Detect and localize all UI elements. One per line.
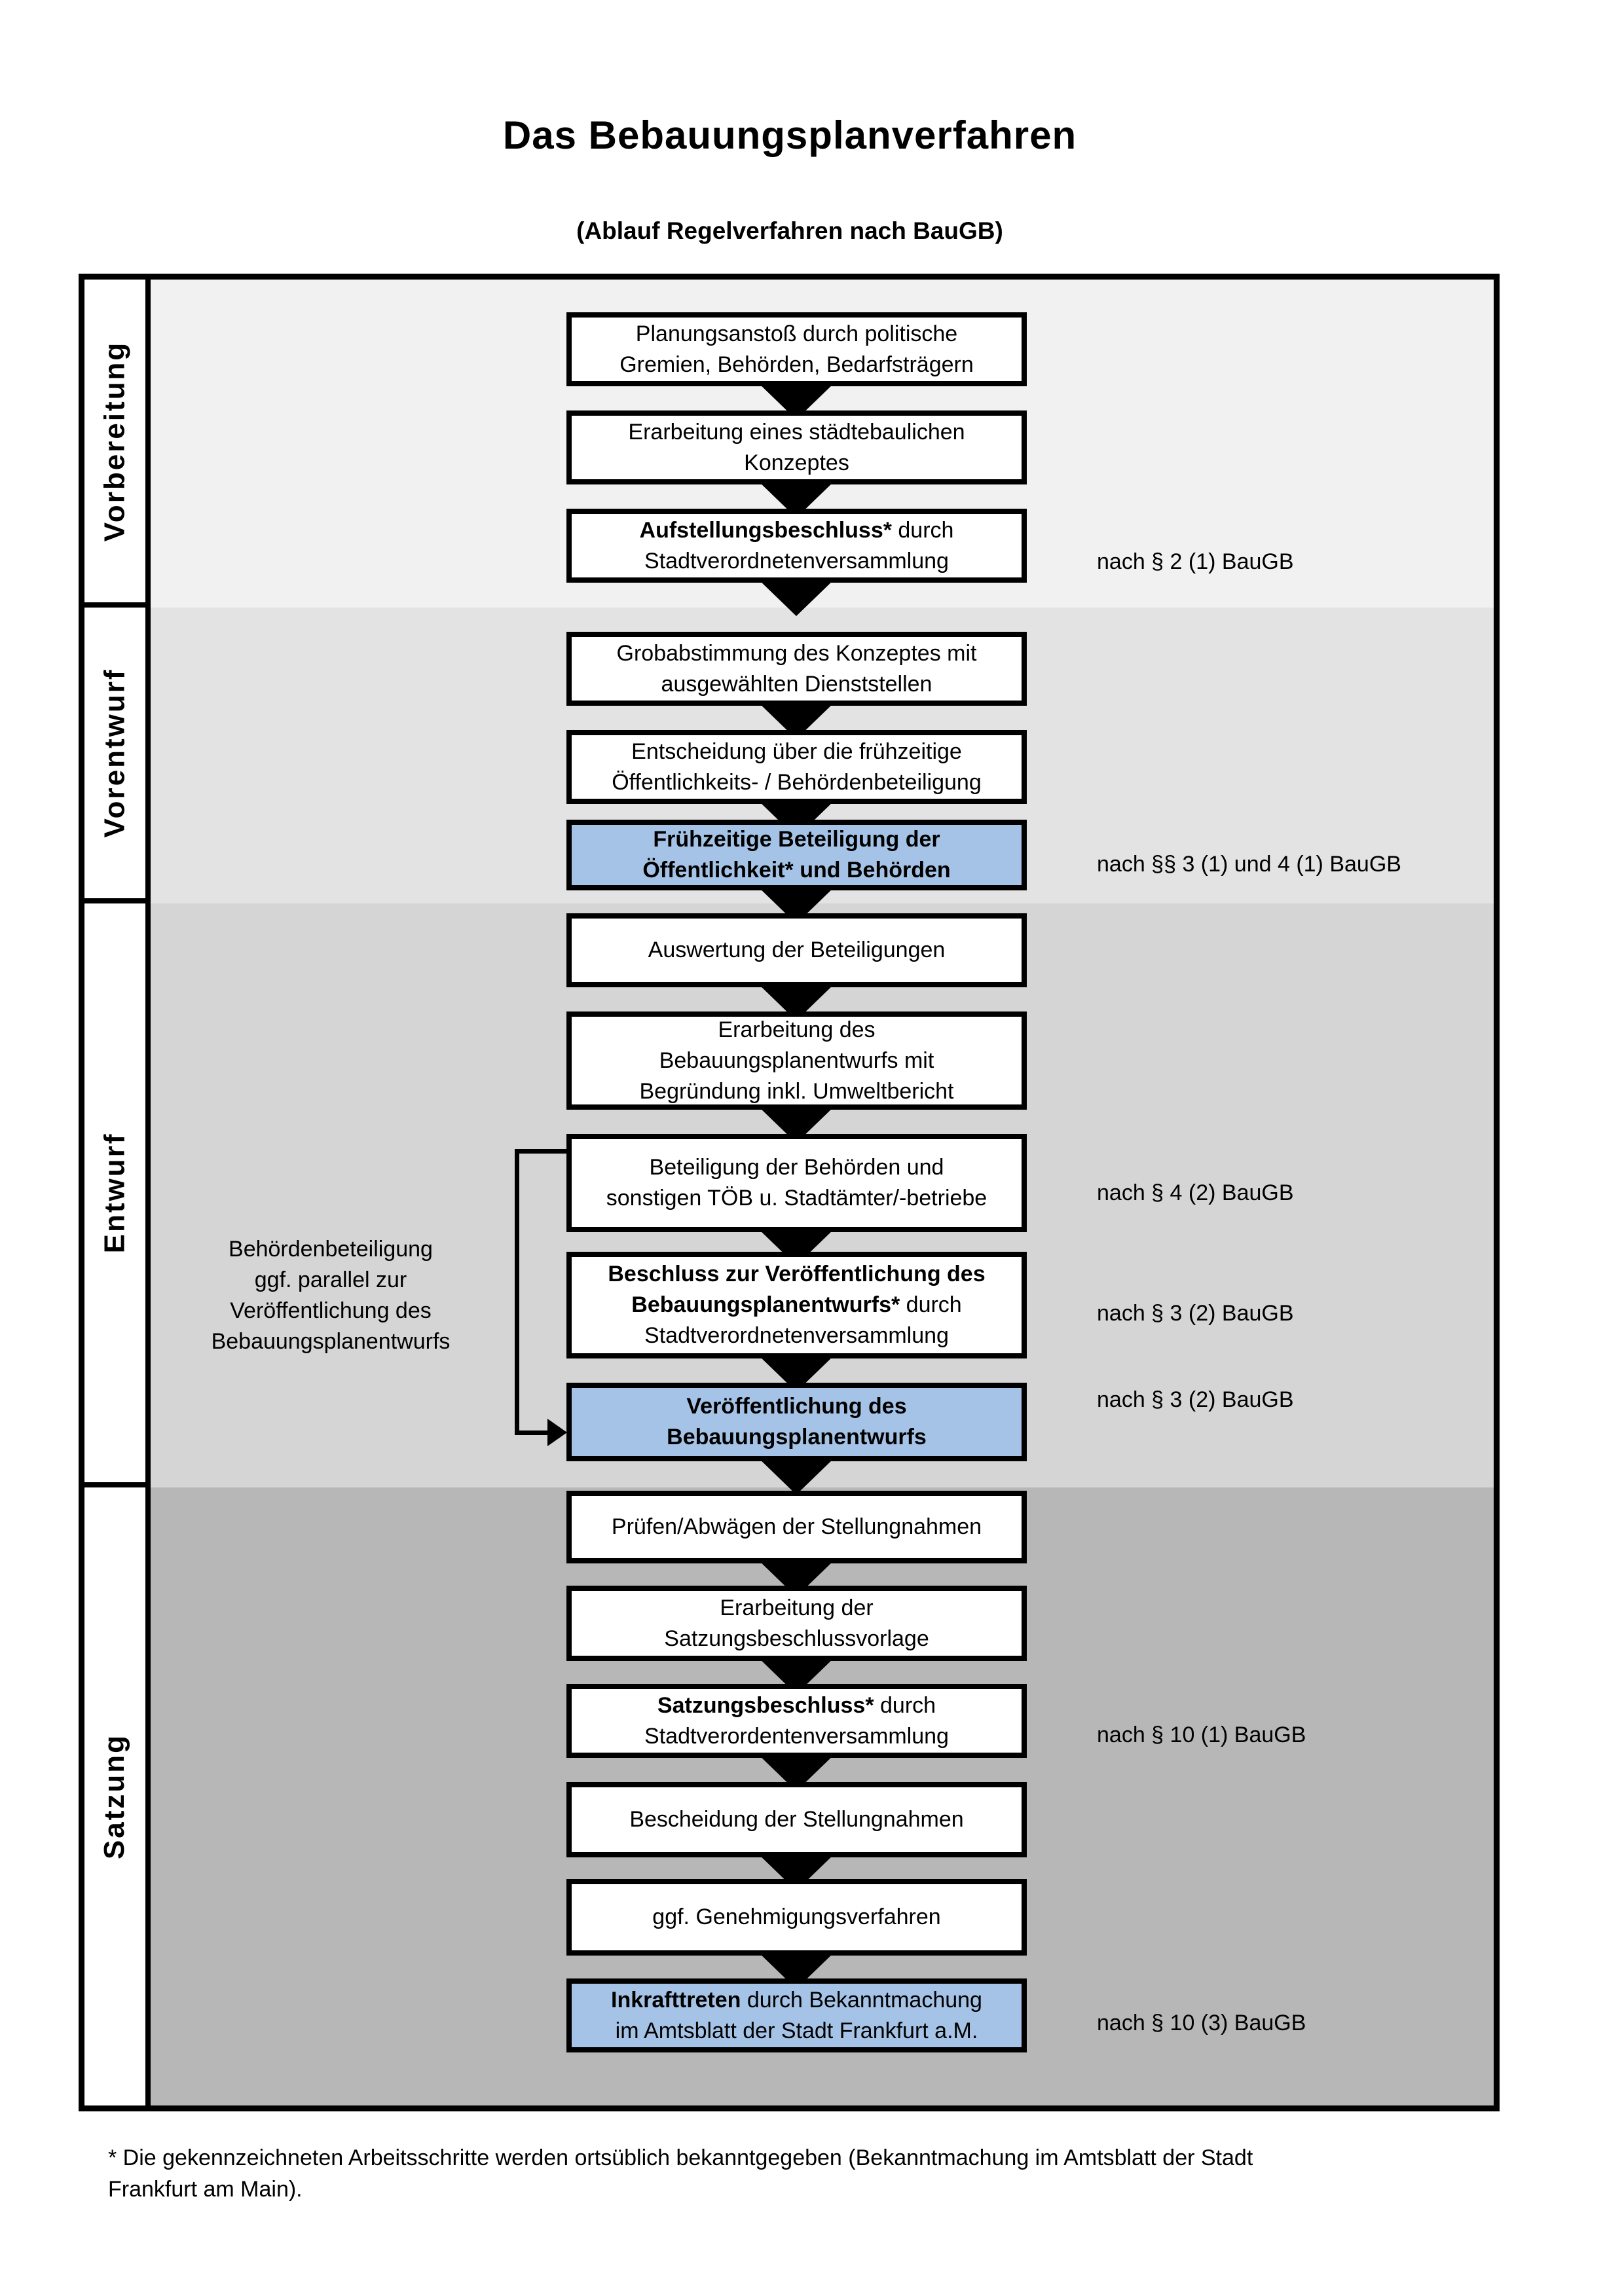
- down-arrow-icon: [757, 1457, 836, 1495]
- phase-label-vorentwurf: Vorentwurf: [98, 668, 131, 838]
- parallel-note: Behördenbeteiligung ggf. parallel zur Ve…: [211, 1237, 451, 1354]
- step-auswertung-beteiligungen: Auswertung der Beteiligungen: [566, 913, 1027, 987]
- legal-ref: nach § 2 (1) BauGB: [1097, 549, 1294, 574]
- step-aufstellungsbeschluss: Aufstellungsbeschluss* durch Stadtverord…: [566, 509, 1027, 583]
- phase-label-entwurf: Entwurf: [98, 1132, 131, 1254]
- down-arrow-icon: [757, 578, 836, 616]
- legal-ref: nach § 10 (3) BauGB: [1097, 2011, 1306, 2035]
- legal-ref: nach § 3 (2) BauGB: [1097, 1387, 1294, 1412]
- step-grobabstimmung: Grobabstimmung des Konzeptes mit ausgewä…: [566, 632, 1027, 706]
- connector-bottom-line: [515, 1430, 549, 1435]
- phase-label-satzung: Satzung: [98, 1733, 131, 1860]
- step-toeb-beteiligung: Beteiligung der Behörden und sonstigen T…: [566, 1134, 1027, 1232]
- phase-cell-vorentwurf: Vorentwurf: [84, 608, 151, 903]
- page-subtitle: (Ablauf Regelverfahren nach BauGB): [576, 217, 1003, 244]
- step-staedtebauliches-konzept: Erarbeitung eines städtebaulichen Konzep…: [566, 410, 1027, 484]
- connector-vertical-line: [515, 1149, 519, 1435]
- phase-cell-entwurf: Entwurf: [84, 903, 151, 1487]
- phase-cell-vorbereitung: Vorbereitung: [84, 280, 151, 608]
- step-entscheidung-beteiligung: Entscheidung über die frühzeitige Öffent…: [566, 730, 1027, 804]
- footnote: * Die gekennzeichneten Arbeitsschritte w…: [108, 2145, 1253, 2202]
- step-veroeffentlichungsbeschluss: Beschluss zur Veröffentlichung des Bebau…: [566, 1252, 1027, 1358]
- step-inkrafttreten: Inkrafttreten durch Bekanntmachung im Am…: [566, 1978, 1027, 2052]
- connector-top-line: [515, 1149, 566, 1154]
- step-satzungsbeschlussvorlage: Erarbeitung der Satzungsbeschlussvorlage: [566, 1586, 1027, 1661]
- page-title: Das Bebauungsplanverfahren: [502, 113, 1077, 157]
- step-bescheidung: Bescheidung der Stellungnahmen: [566, 1782, 1027, 1857]
- step-fruehzeitige-beteiligung: Frühzeitige Beteiligung der Öffentlichke…: [566, 820, 1027, 890]
- legal-ref: nach § 4 (2) BauGB: [1097, 1180, 1294, 1205]
- step-pruefen-abwaegen: Prüfen/Abwägen der Stellungnahmen: [566, 1491, 1027, 1563]
- step-planungsanstoss: Planungsanstoß durch politische Gremien,…: [566, 312, 1027, 386]
- step-satzungsbeschluss: Satzungsbeschluss* durch Stadtverordente…: [566, 1684, 1027, 1758]
- legal-ref: nach § 3 (2) BauGB: [1097, 1301, 1294, 1326]
- phase-cell-satzung: Satzung: [84, 1487, 151, 2105]
- step-genehmigungsverfahren: ggf. Genehmigungsverfahren: [566, 1879, 1027, 1956]
- legal-ref: nach § 10 (1) BauGB: [1097, 1722, 1306, 1747]
- step-veroeffentlichung: Veröffentlichung des Bebauungsplanentwur…: [566, 1383, 1027, 1461]
- step-erarbeitung-entwurf: Erarbeitung des Bebauungsplanentwurfs mi…: [566, 1011, 1027, 1110]
- legal-ref: nach §§ 3 (1) und 4 (1) BauGB: [1097, 852, 1401, 877]
- phase-label-vorbereitung: Vorbereitung: [98, 340, 131, 541]
- connector-arrowhead-icon: [547, 1419, 567, 1446]
